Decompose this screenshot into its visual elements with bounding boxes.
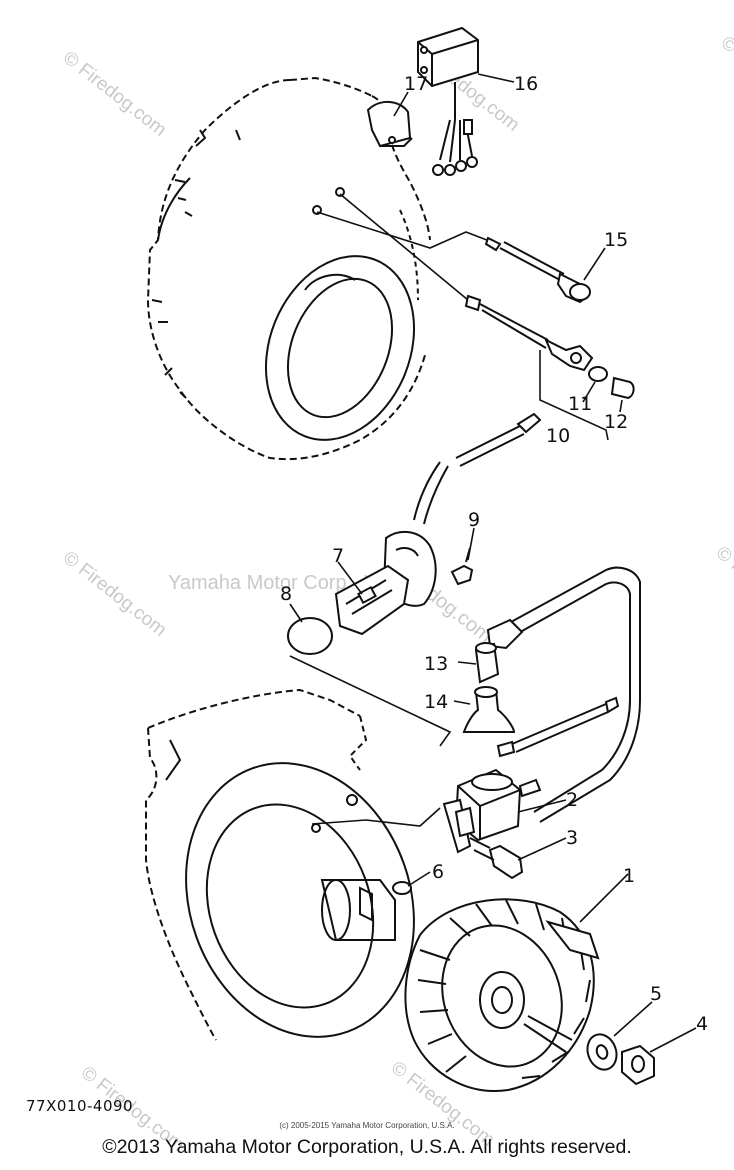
callout-7: 7: [332, 545, 344, 567]
crankcase: [145, 688, 415, 1041]
leader-7: [337, 561, 363, 595]
leader-3: [517, 837, 567, 861]
callout-12: 12: [604, 411, 628, 433]
watermark-firedog: © Firedog.com: [59, 547, 170, 640]
part-14-boot: [462, 686, 516, 733]
callout-5: 5: [650, 983, 662, 1005]
leader-6: [407, 871, 431, 887]
part-12-cap: [610, 376, 635, 400]
watermark-firedog: © Firedog.com: [712, 542, 734, 635]
part-1-flywheel: [404, 898, 600, 1092]
part-2-ignition-coil: [442, 768, 542, 854]
callout-15: 15: [604, 229, 628, 251]
watermark-firedog: © Firedog.com: [59, 47, 170, 140]
leader-9: [467, 527, 475, 561]
leader-4: [649, 1027, 697, 1053]
callout-1: 1: [623, 865, 635, 887]
part-17-bracket: [366, 101, 413, 148]
callout-labels: 1 2 3 4 5 6 7 8 9 10 11 12 13 14 15 16 1…: [280, 73, 708, 1035]
part-5-washer: [586, 1033, 618, 1071]
callout-3: 3: [566, 827, 578, 849]
callout-14: 14: [424, 691, 448, 713]
leader-14: [453, 700, 471, 705]
leader-5: [613, 1001, 653, 1037]
part-13-plug-cap: [474, 566, 641, 823]
part-7-pulser-coil: [334, 530, 437, 636]
leader-8: [289, 603, 303, 623]
leader-10-bracket: [539, 350, 623, 441]
small-copyright: (c) 2005-2015 Yamaha Motor Corporation, …: [279, 1121, 455, 1130]
callout-6: 6: [432, 861, 444, 883]
callout-8: 8: [280, 583, 292, 605]
part-6-key: [392, 881, 412, 895]
leader-16: [477, 73, 515, 83]
callout-9: 9: [468, 509, 480, 531]
secondary-lead: [496, 696, 620, 758]
callout-4: 4: [696, 1013, 708, 1035]
high-tension-lead: [413, 412, 542, 525]
part-11-cap: [588, 366, 608, 382]
callout-10: 10: [546, 425, 570, 447]
watermark-firedog: © Firedog.com: [717, 32, 734, 125]
part-16-control-box: [417, 26, 479, 176]
leader-17: [393, 91, 409, 117]
callout-17: 17: [404, 73, 428, 95]
callout-16: 16: [514, 73, 538, 95]
footer-copyright: ©2013 Yamaha Motor Corporation, U.S.A. A…: [102, 1136, 632, 1158]
part-3-bolt: [469, 837, 524, 880]
leader-13: [457, 661, 477, 665]
part-4-nut: [621, 1044, 655, 1086]
leader-1: [579, 873, 629, 923]
leader-2: [517, 799, 567, 813]
part-10-switch-cable: [464, 294, 594, 372]
callout-2: 2: [566, 789, 578, 811]
part-8-disc: [287, 617, 333, 655]
callout-13: 13: [424, 653, 448, 675]
part-15-cable-knob: [484, 236, 591, 304]
leader-15: [583, 247, 606, 281]
diagram-part-code: 77X010-4090: [26, 1097, 134, 1115]
leader-lines-upper: [316, 193, 493, 301]
callout-11: 11: [568, 393, 592, 415]
leader-lines-lower: [289, 655, 452, 827]
